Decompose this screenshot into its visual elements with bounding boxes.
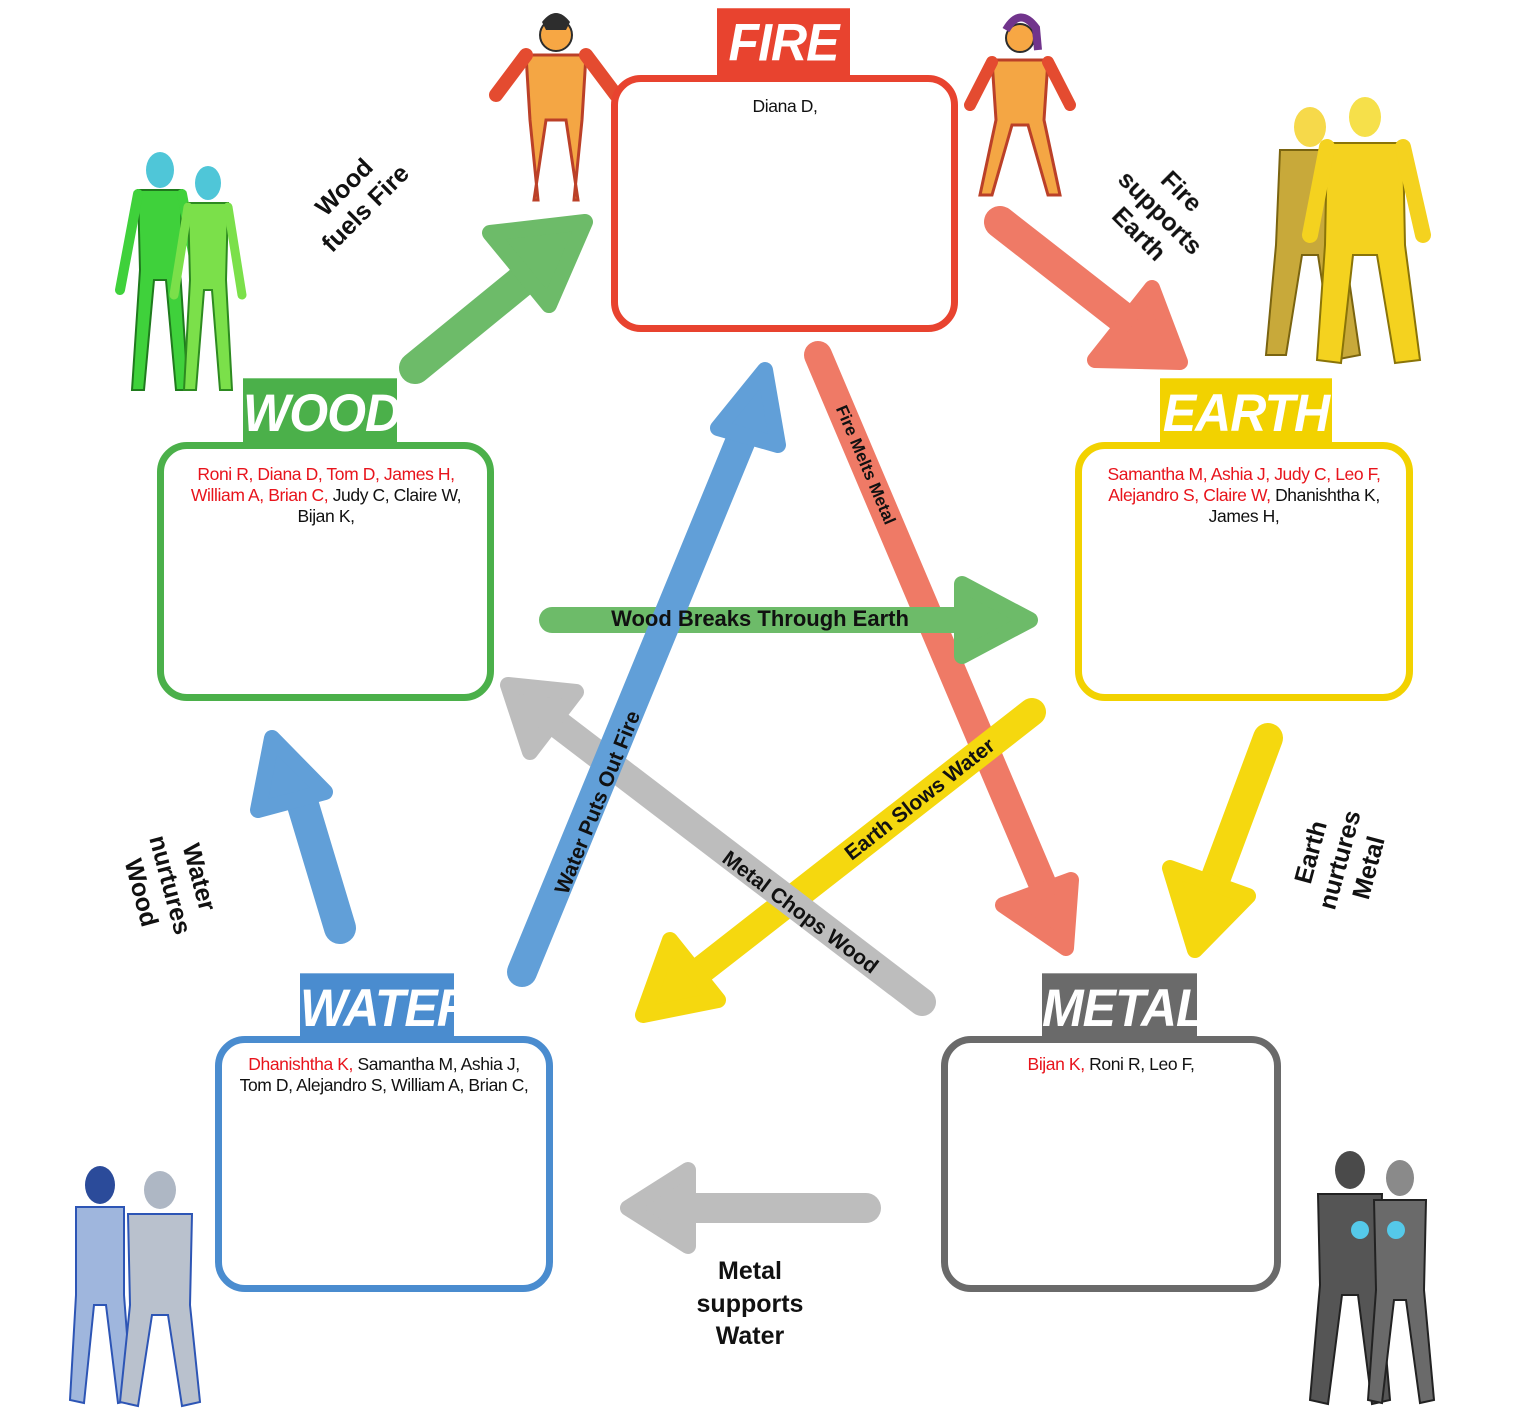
earth-heroes-figure (1264, 97, 1431, 365)
earth-names: Samantha M, Ashia J, Judy C, Leo F, Alej… (1094, 464, 1394, 527)
metal-names: Bijan K, Roni R, Leo F, (960, 1054, 1262, 1075)
wood-heroes-figure (115, 152, 247, 391)
fire-tab: FIRE (717, 8, 850, 82)
wood-tab: WOOD (243, 378, 401, 450)
label-wood-breaks-earth: Wood Breaks Through Earth (611, 606, 909, 631)
earth-names-highlight: Samantha M, Ashia J, Judy C, Leo F, Alej… (1107, 464, 1381, 505)
water-tab: WATER (300, 973, 473, 1044)
fire-heroes-figure (489, 13, 1076, 202)
earth-tab: EARTH (1160, 378, 1332, 450)
earth-box (1075, 442, 1413, 701)
water-box (215, 1036, 553, 1292)
arrow-water-nurtures-wood (250, 730, 356, 944)
arrow-wood-breaks-earth (539, 576, 1038, 664)
arrow-metal-supports-water (620, 1162, 881, 1254)
wood-names-highlight: Roni R, Diana D, Tom D, James H, William… (190, 464, 455, 505)
arrow-earth-slows-water (635, 698, 1046, 1023)
earth-names-plain: Dhanishtha K, James H, (1208, 485, 1381, 526)
metal-box (941, 1036, 1281, 1292)
label-metal-supports-water: Metal supports Water (696, 1257, 804, 1350)
fire-names: Diana D, (640, 96, 930, 117)
wood-box (157, 442, 494, 701)
arrow-earth-nurtures-metal (1162, 723, 1283, 958)
arrow-wood-fuels-fire (399, 214, 593, 384)
water-names-highlight: Dhanishtha K, (248, 1054, 354, 1074)
fire-box (611, 75, 958, 332)
arrow-water-puts-out-fire (507, 362, 786, 987)
wood-names: Roni R, Diana D, Tom D, James H, William… (177, 464, 475, 527)
wood-names-plain: Judy C, Claire W, Bijan K, (297, 485, 462, 526)
water-names-plain: Samantha M, Ashia J, Tom D, Alejandro S,… (239, 1054, 529, 1095)
fire-names-plain: Diana D, (752, 96, 818, 116)
water-names: Dhanishtha K, Samantha M, Ashia J, Tom D… (232, 1054, 536, 1096)
metal-heroes-figure (1308, 1151, 1436, 1406)
water-heroes-figure (68, 1166, 202, 1408)
metal-names-plain: Roni R, Leo F, (1089, 1054, 1195, 1074)
metal-tab: METAL (1042, 973, 1206, 1044)
arrow-fire-supports-earth (984, 206, 1188, 370)
metal-names-highlight: Bijan K, (1027, 1054, 1086, 1074)
